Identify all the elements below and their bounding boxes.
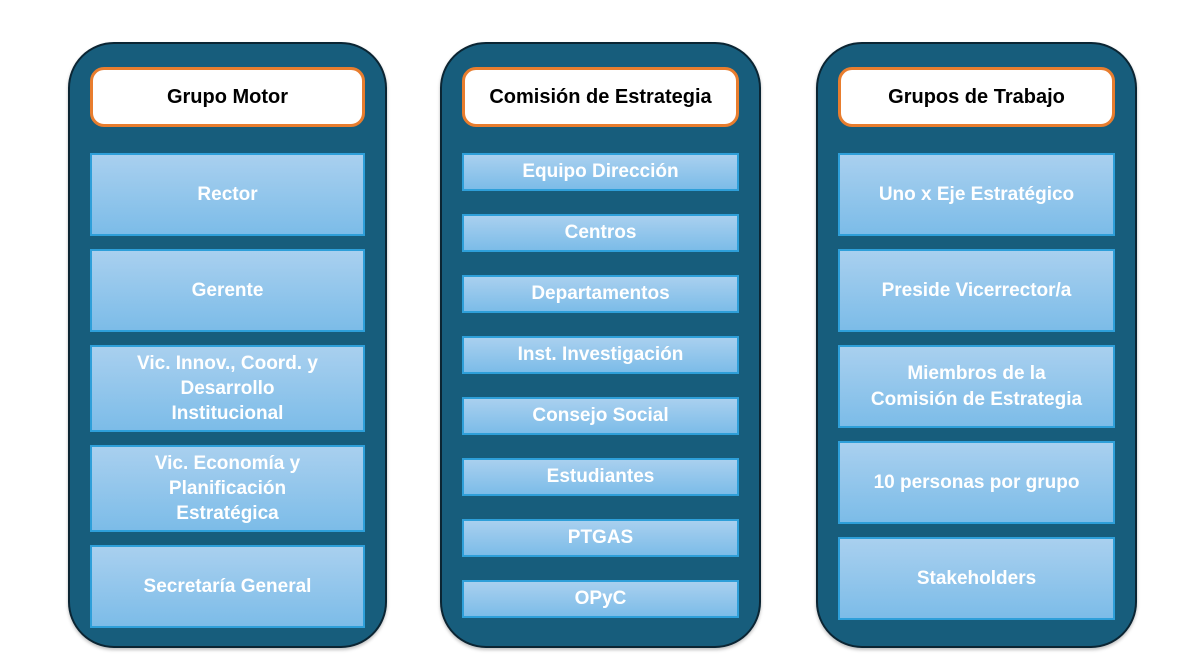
box-inst-investigacion: Inst. Investigación [462,336,739,374]
column-grupo-motor: Grupo Motor Rector Gerente Vic. Innov., … [68,42,387,648]
column-grupos-de-trabajo: Grupos de Trabajo Uno x Eje Estratégico … [816,42,1137,648]
box-stakeholders: Stakeholders [838,537,1115,620]
box-10-personas-por-grupo: 10 personas por grupo [838,441,1115,524]
item-list-comision-de-estrategia: Equipo Dirección Centros Departamentos I… [462,153,739,618]
box-ptgas: PTGAS [462,519,739,557]
box-miembros-comision-estrategia: Miembros de la Comisión de Estrategia [838,345,1115,428]
box-equipo-direccion: Equipo Dirección [462,153,739,191]
box-uno-x-eje-estrategico: Uno x Eje Estratégico [838,153,1115,236]
item-list-grupos-de-trabajo: Uno x Eje Estratégico Preside Vicerrecto… [838,153,1115,620]
box-centros: Centros [462,214,739,252]
item-list-grupo-motor: Rector Gerente Vic. Innov., Coord. y Des… [90,153,365,629]
box-estudiantes: Estudiantes [462,458,739,496]
box-gerente: Gerente [90,249,365,332]
box-consejo-social: Consejo Social [462,397,739,435]
column-header-grupos-de-trabajo: Grupos de Trabajo [838,67,1115,127]
box-preside-vicerrector: Preside Vicerrector/a [838,249,1115,332]
column-header-label: Grupos de Trabajo [888,85,1065,108]
box-rector: Rector [90,153,365,236]
box-vic-innovacion-coordinacion-desarrollo: Vic. Innov., Coord. y Desarrollo Institu… [90,345,365,433]
box-opyc: OPyC [462,580,739,618]
column-header-label: Comisión de Estrategia [489,85,712,108]
column-header-label: Grupo Motor [166,85,289,108]
box-secretaria-general: Secretaría General [90,545,365,629]
column-header-grupo-motor: Grupo Motor [90,67,365,127]
box-vic-economia-planificacion: Vic. Economía y Planificación Estratégic… [90,445,365,533]
column-header-comision-de-estrategia: Comisión de Estrategia [462,67,739,127]
box-departamentos: Departamentos [462,275,739,313]
column-comision-de-estrategia: Comisión de Estrategia Equipo Dirección … [440,42,761,648]
